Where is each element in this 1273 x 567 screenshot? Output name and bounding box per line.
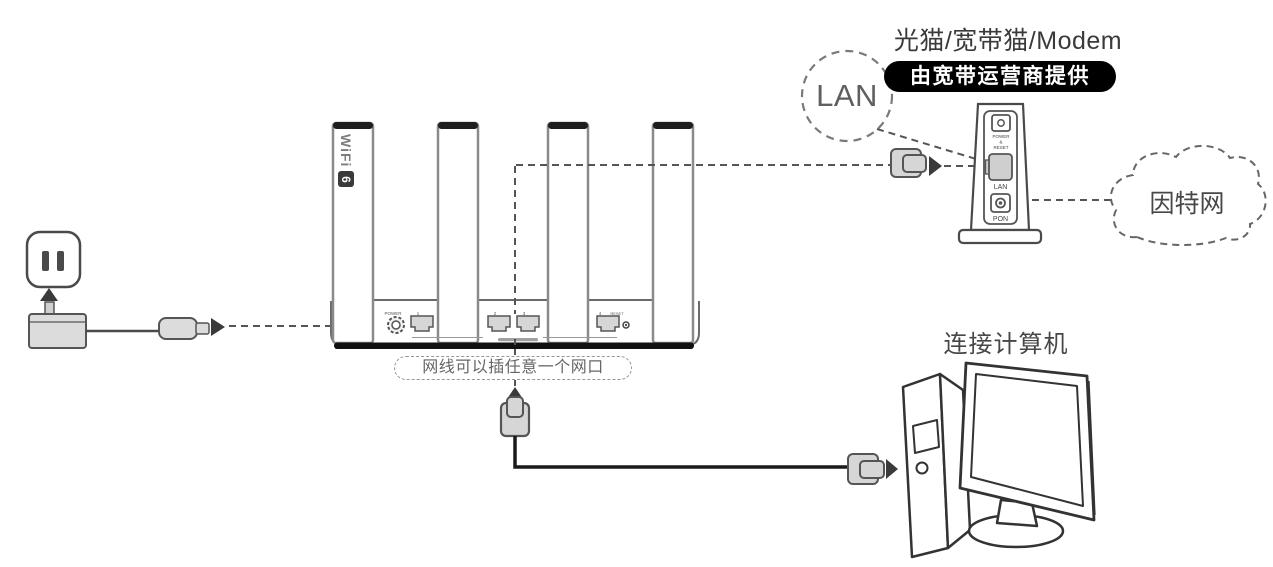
ethernet-connector-top	[890, 148, 927, 178]
lan-port-3	[516, 315, 540, 332]
svg-text:RESET: RESET	[993, 145, 1008, 150]
ethernet-connector-bottom	[499, 396, 531, 438]
lan-bubble-label: LAN	[816, 78, 878, 113]
arrow-up-icon	[40, 288, 58, 301]
monitor-bezel-line	[1088, 380, 1096, 516]
arrow-right-icon	[886, 459, 898, 479]
internet-cloud	[1110, 144, 1267, 246]
arrow-right-icon	[211, 318, 225, 336]
router: POWER 1 2 3 4 RESET	[330, 121, 700, 349]
svg-text:POWER: POWER	[992, 134, 1010, 139]
power-port-label: POWER	[384, 311, 402, 316]
antennas	[331, 121, 695, 345]
ethernet-connector-pc	[847, 453, 885, 485]
modem-power-reset-label: POWER & RESET	[992, 134, 1010, 150]
wifi6-logo: WiFi 6	[336, 134, 356, 198]
dc-plug	[158, 317, 210, 340]
provider-badge: 由宽带运营商提供	[884, 61, 1116, 92]
pc-power-button	[915, 461, 929, 475]
antenna-4	[651, 121, 695, 345]
lan-port-1	[410, 315, 434, 332]
port-micro-labels: POWER 1 2 3 4 RESET	[384, 311, 624, 316]
lan-bubble-circle	[800, 49, 894, 143]
port-4-label: 4	[599, 311, 602, 316]
lan-cable-dashed-route	[514, 164, 984, 314]
arrow-right-icon	[929, 156, 942, 176]
modem-title: 光猫/宽带猫/Modem	[893, 27, 1123, 55]
modem-pon-port	[990, 193, 1011, 213]
lan-port-2	[487, 315, 511, 332]
computer-label: 连接计算机	[943, 331, 1069, 358]
lan-bubble-pointer-dashed	[876, 128, 987, 163]
modem-lan-port	[984, 153, 1013, 181]
router-ports: POWER 1 2 3 4 RESET	[384, 311, 630, 342]
router-bottom-bar	[334, 342, 694, 349]
monitor-screen	[970, 373, 1084, 507]
computer	[901, 361, 1096, 559]
ethernet-cable-to-pc	[513, 436, 849, 469]
svg-text:&: &	[999, 140, 1002, 145]
port-2-label: 2	[494, 311, 497, 316]
port-3-label: 3	[523, 311, 526, 316]
lan-port-4	[596, 315, 620, 332]
modem-pon-port-label: PON	[993, 216, 1008, 223]
pc-drive-bay	[912, 419, 940, 454]
reset-label: RESET	[610, 311, 624, 316]
modem-base	[957, 228, 1043, 245]
wifi6-badge: 6	[338, 171, 354, 188]
antenna-3	[546, 121, 590, 345]
modem: POWER & RESET LAN PON	[957, 102, 1043, 245]
internet-cloud-label: 因特网	[1149, 190, 1225, 218]
modem-lan-port-label: LAN	[994, 184, 1008, 191]
ports-fine-print	[498, 338, 538, 342]
wall-outlet	[25, 230, 82, 289]
any-port-note: 网线可以插任意一个网口	[394, 356, 632, 380]
wifi-logo-text: WiFi	[338, 134, 354, 168]
port-1-label: 1	[417, 311, 420, 316]
antenna-2	[436, 121, 480, 345]
power-adapter	[28, 301, 87, 349]
